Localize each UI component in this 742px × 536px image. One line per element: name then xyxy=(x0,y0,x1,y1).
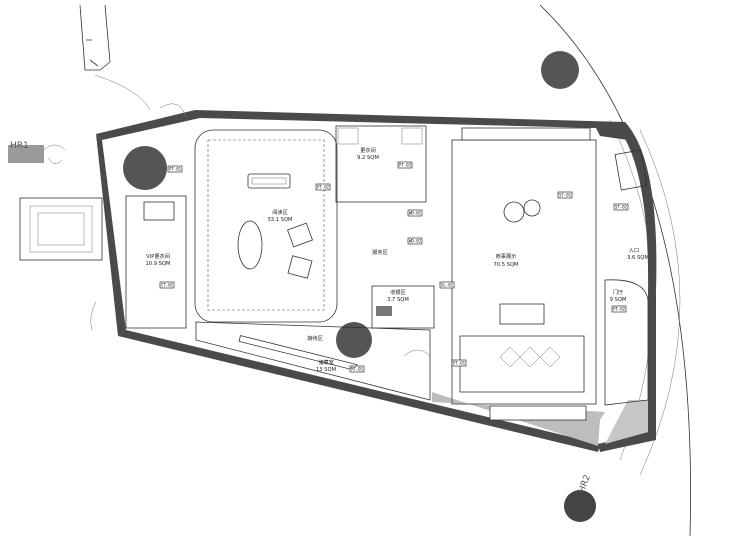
outer-wall-bottom xyxy=(118,330,600,452)
tag-12: PT-02 xyxy=(611,305,627,313)
cashier-name: 收银区 xyxy=(390,288,406,296)
svg-text:GL-01: GL-01 xyxy=(441,283,454,288)
hr1-label: HR1 xyxy=(10,141,29,151)
tag-1: PT-01 xyxy=(167,165,183,173)
vip-fitting-room: VIP更衣间 10.9 SQM xyxy=(125,195,187,329)
exterior-planter xyxy=(19,197,103,261)
reading-area-size: 33.1 SQM xyxy=(267,217,292,223)
svg-text:PT-03: PT-03 xyxy=(399,163,412,168)
hatched-right-strip xyxy=(605,400,648,444)
service-area-name: 服务区 xyxy=(372,248,388,256)
svg-text:CT-01: CT-01 xyxy=(161,283,174,288)
vestibule-size: 9 SQM xyxy=(610,297,627,303)
vestibule-wall xyxy=(604,279,649,406)
svg-text:ST-01: ST-01 xyxy=(559,193,572,198)
round-feature-hr2 xyxy=(564,490,596,522)
tag-5: WD-02 xyxy=(407,237,423,245)
storage-room: 储藏室 13 SQM 接待区 xyxy=(195,321,431,401)
reading-area: 阅读区 33.1 SQM xyxy=(194,129,338,323)
svg-text:PT-01: PT-01 xyxy=(453,361,466,366)
tag-8: CT-01 xyxy=(159,281,175,289)
svg-text:PT-01: PT-01 xyxy=(169,167,182,172)
round-feature-bottom xyxy=(336,322,372,358)
svg-text:ST-02: ST-02 xyxy=(615,205,628,210)
svg-text:PT-02: PT-02 xyxy=(317,185,330,190)
hr2-label: HR2 xyxy=(577,473,593,494)
tag-7: ST-02 xyxy=(613,203,629,211)
vip-fitting-size: 10.9 SQM xyxy=(145,261,170,267)
outer-wall-left xyxy=(96,134,126,336)
tag-3: PT-03 xyxy=(397,161,413,169)
storage-name: 储藏室 xyxy=(318,358,334,366)
door-swing-left xyxy=(90,301,97,331)
right-niche xyxy=(614,149,648,191)
round-feature-right xyxy=(541,51,579,89)
exterior-curve-mid xyxy=(639,129,681,476)
svg-text:PT-02: PT-02 xyxy=(613,307,626,312)
shop-display-name: 商事展示 xyxy=(496,252,517,260)
outer-wall-right xyxy=(598,122,657,452)
cashier-size: 3.7 SQM xyxy=(387,297,409,303)
round-feature-left xyxy=(123,146,167,190)
vip-fitting-name: VIP更衣间 xyxy=(146,252,170,260)
exterior-curve-outer xyxy=(539,4,691,536)
svg-text:WD-02: WD-02 xyxy=(409,239,422,244)
existing-structure-curve xyxy=(94,74,151,111)
svg-text:MT-01: MT-01 xyxy=(351,367,364,372)
hr1-marker: HR1 xyxy=(8,141,66,164)
sub-area-label: 接待区 xyxy=(307,334,323,342)
display-pattern xyxy=(499,346,561,368)
storage-size: 13 SQM xyxy=(316,367,336,373)
fitting-room-name: 更衣间 xyxy=(360,146,376,154)
entrance-name: 入口 xyxy=(629,247,639,254)
tag-4: WD-01 xyxy=(407,209,423,217)
tag-6: ST-01 xyxy=(557,191,573,199)
tag-9: GL-01 xyxy=(439,281,455,289)
outer-wall xyxy=(96,110,628,140)
vestibule-name: 门厅 xyxy=(613,288,623,296)
tag-11: PT-01 xyxy=(451,359,467,367)
hr2-marker: HR2 xyxy=(577,473,593,494)
entrance-size: 3.6 SQM xyxy=(627,255,649,261)
door-swing-storage xyxy=(403,349,431,357)
shop-display-size: 70.5 SQM xyxy=(493,262,518,268)
existing-structure-top-left xyxy=(79,4,111,71)
tag-2: PT-02 xyxy=(315,183,331,191)
shop-display-area: 商事展示 70.5 SQM xyxy=(451,127,597,421)
fitting-room: 更衣间 9.2 SQM xyxy=(335,125,427,203)
door-swing-top xyxy=(159,103,187,119)
svg-text:WD-01: WD-01 xyxy=(409,211,422,216)
tag-10: MT-01 xyxy=(349,365,365,373)
reading-area-name: 阅读区 xyxy=(272,208,288,216)
fitting-room-size: 9.2 SQM xyxy=(357,155,379,161)
cashier-area: 收银区 3.7 SQM xyxy=(371,285,435,329)
